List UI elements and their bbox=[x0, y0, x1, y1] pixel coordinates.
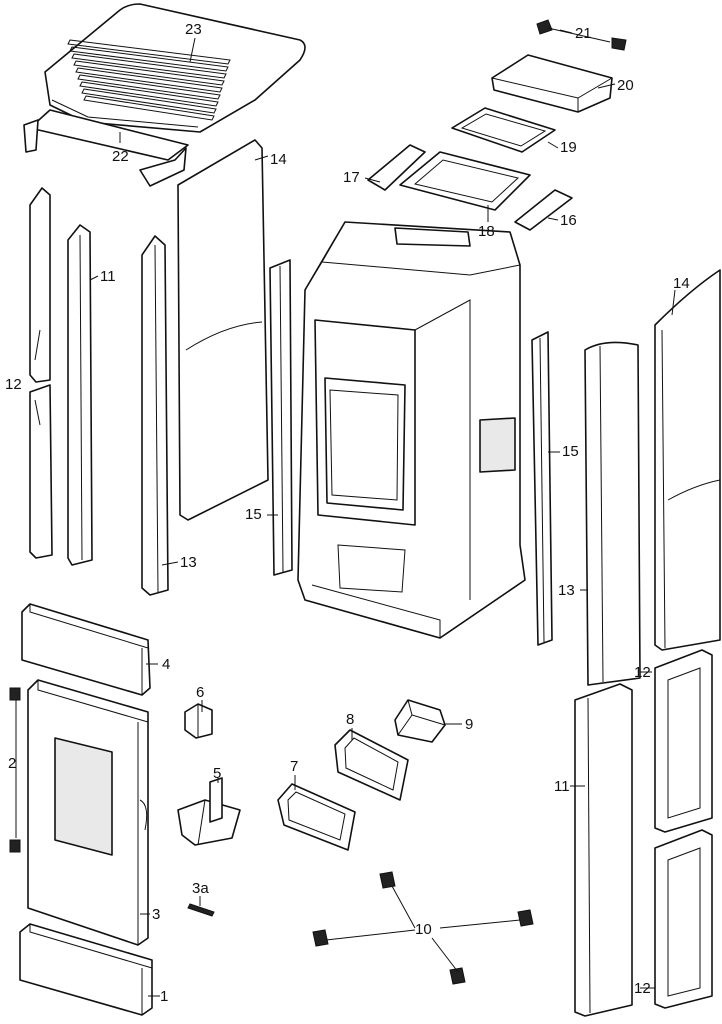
label-19: 19 bbox=[560, 139, 577, 156]
label-6: 6 bbox=[196, 684, 204, 701]
label-22: 22 bbox=[112, 148, 129, 165]
grille-slot bbox=[73, 60, 225, 86]
label-16: 16 bbox=[560, 212, 577, 229]
part-14-right-side-panel bbox=[654, 269, 721, 651]
label-14-right: 14 bbox=[673, 275, 690, 292]
label-1: 1 bbox=[160, 988, 168, 1005]
grille-slot bbox=[79, 81, 219, 107]
label-20: 20 bbox=[617, 77, 634, 94]
label-13-left: 13 bbox=[180, 554, 197, 571]
label-11-left: 11 bbox=[100, 268, 116, 285]
label-9: 9 bbox=[465, 716, 473, 733]
part-5-burn-pot bbox=[177, 777, 241, 846]
part-6-small-bracket bbox=[184, 703, 213, 739]
part-1-lower-front-panel bbox=[19, 923, 153, 1016]
part-19-gasket bbox=[451, 107, 556, 153]
part-12-left-profile bbox=[29, 187, 53, 559]
grille-slot bbox=[83, 95, 215, 121]
part-13-right-post bbox=[584, 341, 641, 686]
part-9-deflector bbox=[394, 699, 446, 743]
label-3a: 3a bbox=[192, 880, 209, 897]
grille-slot bbox=[69, 46, 229, 72]
label-3: 3 bbox=[152, 906, 160, 923]
label-13-right: 13 bbox=[558, 582, 575, 599]
part-15-right-strip bbox=[531, 331, 553, 646]
label-11-right: 11 bbox=[554, 778, 570, 795]
label-15-right: 15 bbox=[562, 443, 579, 460]
part-7-plate bbox=[277, 783, 356, 851]
label-12-left: 12 bbox=[5, 376, 22, 393]
label-2: 2 bbox=[8, 755, 16, 772]
label-7: 7 bbox=[290, 758, 298, 775]
part-labels: 23 22 14 11 12 13 15 15 17 18 16 19 20 2… bbox=[5, 21, 690, 1005]
label-4: 4 bbox=[162, 656, 170, 673]
part-16-side-rail bbox=[514, 189, 573, 231]
leader-lines bbox=[15, 29, 676, 997]
label-12-right-bottom: 12 bbox=[634, 980, 651, 997]
part-12-right-bottom-panel bbox=[654, 829, 713, 1009]
label-5: 5 bbox=[213, 765, 221, 782]
part-18-frame bbox=[399, 151, 531, 211]
label-8: 8 bbox=[346, 711, 354, 728]
part-3-door bbox=[27, 679, 149, 946]
part-11-left-profile bbox=[67, 224, 93, 566]
part-20-lid bbox=[491, 54, 613, 113]
part-22-top-bracket bbox=[23, 109, 189, 187]
part-23-top-grille bbox=[44, 3, 306, 133]
part-12-right-top-panel bbox=[654, 649, 713, 833]
grille-slot bbox=[75, 67, 223, 93]
label-15-left: 15 bbox=[245, 506, 262, 523]
part-3a-latch bbox=[187, 903, 215, 917]
label-12-right-top: 12 bbox=[634, 664, 651, 681]
part-4-upper-front-panel bbox=[21, 603, 151, 696]
label-14-left: 14 bbox=[270, 151, 287, 168]
label-21: 21 bbox=[575, 25, 592, 42]
part-13-left-post bbox=[141, 235, 169, 596]
label-17: 17 bbox=[343, 169, 360, 186]
grille-slot bbox=[81, 88, 217, 114]
grille-slot bbox=[67, 39, 231, 65]
part-11-right-rear-panel bbox=[574, 683, 633, 1017]
label-23: 23 bbox=[185, 21, 202, 38]
part-8-gasket bbox=[334, 729, 409, 801]
label-18: 18 bbox=[478, 223, 495, 240]
part-15-left-strip bbox=[269, 259, 293, 576]
grille-slot bbox=[77, 74, 221, 100]
label-10: 10 bbox=[415, 921, 432, 938]
part-10-feet bbox=[312, 871, 534, 985]
stove-body bbox=[297, 221, 526, 639]
part-21-hinge-pins bbox=[536, 19, 627, 51]
grille-slot bbox=[71, 53, 227, 79]
part-14-left-side-panel bbox=[177, 139, 269, 521]
part-17-side-rail bbox=[367, 144, 426, 191]
